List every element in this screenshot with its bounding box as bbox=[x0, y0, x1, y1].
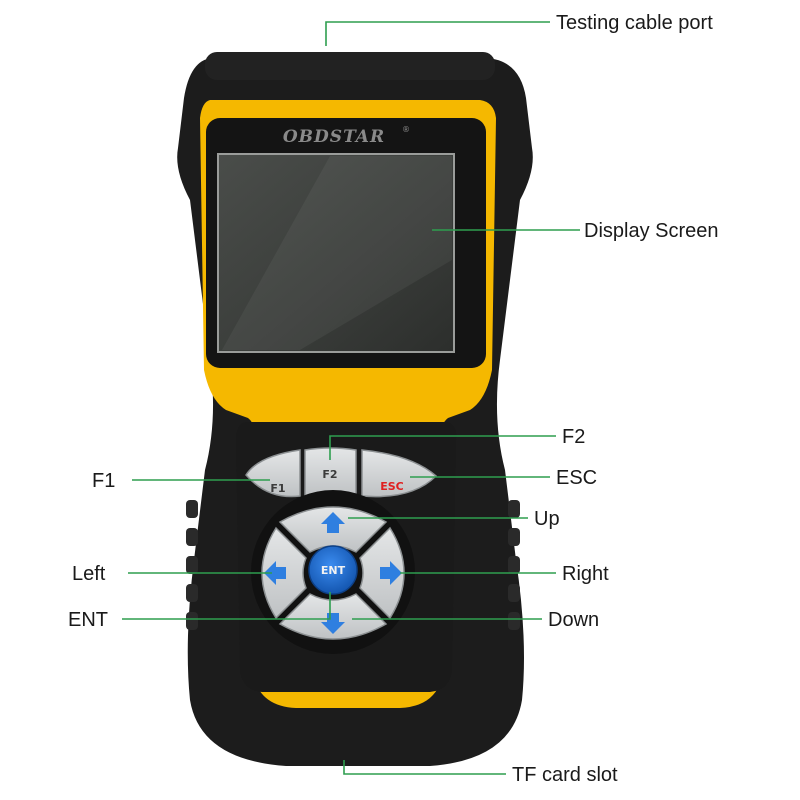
leader-f2 bbox=[329, 435, 556, 460]
f2-key-label: F2 bbox=[322, 468, 337, 481]
f1-key-label: F1 bbox=[270, 482, 285, 495]
leader-lines bbox=[122, 21, 580, 775]
arrow-left-icon bbox=[264, 561, 286, 585]
grip-ridges-left bbox=[186, 500, 198, 630]
label-up: Up bbox=[534, 508, 560, 530]
label-tf-card-slot: TF card slot bbox=[512, 764, 618, 786]
arrow-up-icon bbox=[321, 512, 345, 533]
label-f1: F1 bbox=[92, 470, 115, 492]
callout-labels: Testing cable port Display Screen F2 ESC… bbox=[68, 12, 719, 786]
label-display-screen: Display Screen bbox=[584, 220, 719, 242]
brand-registered-mark: ® bbox=[402, 125, 410, 134]
grip-ridges-right bbox=[508, 500, 520, 630]
label-down: Down bbox=[548, 609, 599, 631]
label-left: Left bbox=[72, 563, 106, 585]
esc-key-label: ESC bbox=[380, 480, 404, 493]
left-key[interactable] bbox=[261, 526, 307, 620]
leader-testing-cable-port bbox=[325, 21, 550, 46]
arrow-right-icon bbox=[380, 561, 402, 585]
cable-port-housing bbox=[205, 52, 495, 80]
display-screen bbox=[217, 153, 455, 353]
label-esc: ESC bbox=[556, 467, 597, 489]
label-testing-cable-port: Testing cable port bbox=[556, 12, 713, 34]
ent-key-label: ENT bbox=[321, 564, 346, 577]
label-f2: F2 bbox=[562, 426, 585, 448]
leader-ent bbox=[122, 592, 331, 620]
brand-logo: OBDSTAR bbox=[283, 127, 385, 147]
ent-key[interactable]: ENT bbox=[308, 545, 358, 595]
f1-key[interactable]: F1 bbox=[245, 449, 301, 498]
label-ent: ENT bbox=[68, 609, 108, 631]
screen-glare bbox=[222, 156, 452, 350]
esc-key[interactable]: ESC bbox=[361, 449, 438, 498]
label-right: Right bbox=[562, 563, 609, 585]
leader-tf-card-slot bbox=[343, 760, 506, 775]
right-key[interactable] bbox=[359, 526, 405, 620]
